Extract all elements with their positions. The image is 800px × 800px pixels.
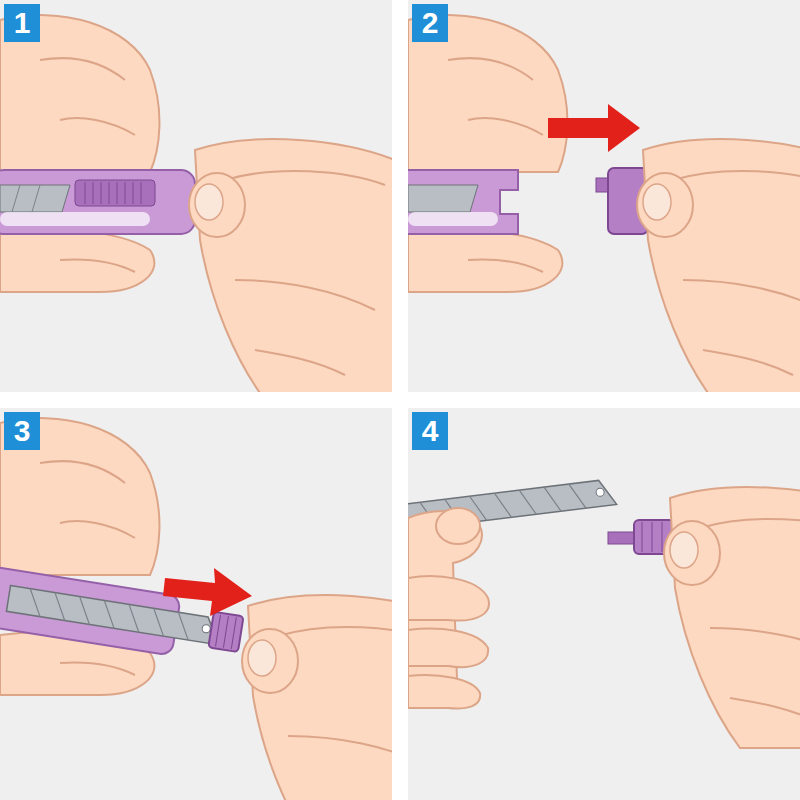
step-number: 3 [4, 412, 40, 450]
step-number: 4 [412, 412, 448, 450]
step-number: 2 [412, 4, 448, 42]
step-number: 1 [4, 4, 40, 42]
